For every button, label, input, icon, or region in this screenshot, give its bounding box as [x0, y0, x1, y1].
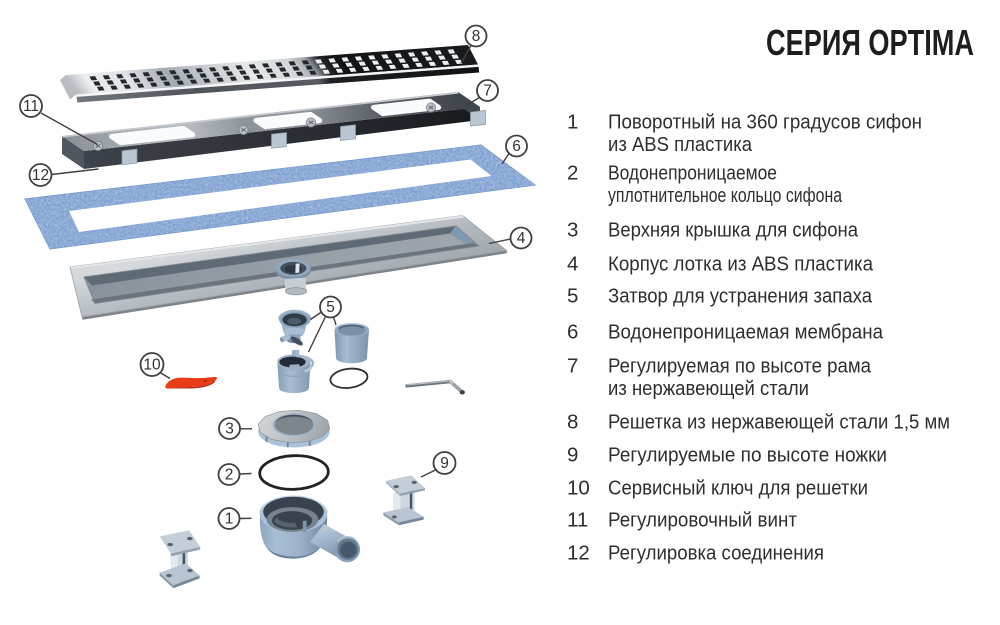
svg-text:Затвор для устранения запаха: Затвор для устранения запаха — [608, 284, 873, 307]
svg-text:12: 12 — [32, 167, 49, 184]
svg-text:12: 12 — [567, 541, 590, 564]
svg-text:2: 2 — [567, 161, 578, 184]
svg-text:8: 8 — [472, 28, 481, 45]
svg-text:6: 6 — [567, 320, 578, 343]
svg-text:4: 4 — [567, 252, 578, 275]
svg-text:6: 6 — [512, 138, 521, 155]
svg-text:Регулируемые по высоте ножки: Регулируемые по высоте ножки — [608, 443, 887, 466]
svg-text:3: 3 — [567, 218, 578, 241]
svg-text:СЕРИЯ OPTIMA: СЕРИЯ OPTIMA — [766, 22, 974, 63]
svg-text:Водонепроницаемое: Водонепроницаемое — [608, 161, 777, 184]
svg-text:Решетка из нержавеющей стали 1: Решетка из нержавеющей стали 1,5 мм — [608, 410, 950, 433]
svg-text:Сервисный ключ для решетки: Сервисный ключ для решетки — [608, 476, 868, 499]
svg-text:2: 2 — [225, 467, 234, 484]
svg-text:11: 11 — [23, 98, 39, 115]
svg-text:Регулировочный винт: Регулировочный винт — [608, 508, 798, 531]
svg-text:7: 7 — [483, 83, 492, 100]
svg-text:7: 7 — [567, 354, 578, 377]
svg-text:4: 4 — [517, 230, 526, 247]
svg-text:5: 5 — [567, 284, 578, 307]
svg-text:5: 5 — [326, 299, 335, 316]
svg-text:Верхняя крышка для сифона: Верхняя крышка для сифона — [608, 218, 859, 241]
svg-text:11: 11 — [567, 508, 588, 531]
svg-text:Водонепроницаемая мембрана: Водонепроницаемая мембрана — [608, 320, 884, 343]
svg-text:9: 9 — [567, 443, 578, 466]
svg-text:1: 1 — [225, 511, 234, 528]
svg-text:Корпус лотка из ABS пластика: Корпус лотка из ABS пластика — [608, 252, 874, 275]
svg-text:из ABS пластика: из ABS пластика — [608, 133, 753, 156]
svg-text:из нержавеющей стали: из нержавеющей стали — [608, 377, 809, 400]
svg-text:8: 8 — [567, 410, 578, 433]
svg-text:Регулировка соединения: Регулировка соединения — [608, 541, 824, 564]
svg-text:10: 10 — [567, 476, 590, 499]
svg-text:Поворотный на 360 градусов сиф: Поворотный на 360 градусов сифон — [608, 110, 922, 133]
svg-text:1: 1 — [567, 110, 578, 133]
svg-text:10: 10 — [143, 357, 161, 374]
svg-text:Регулируемая по высоте рама: Регулируемая по высоте рама — [608, 354, 872, 377]
svg-text:9: 9 — [440, 455, 449, 472]
svg-text:уплотнительное кольцо сифона: уплотнительное кольцо сифона — [608, 184, 842, 207]
svg-text:3: 3 — [225, 421, 234, 438]
